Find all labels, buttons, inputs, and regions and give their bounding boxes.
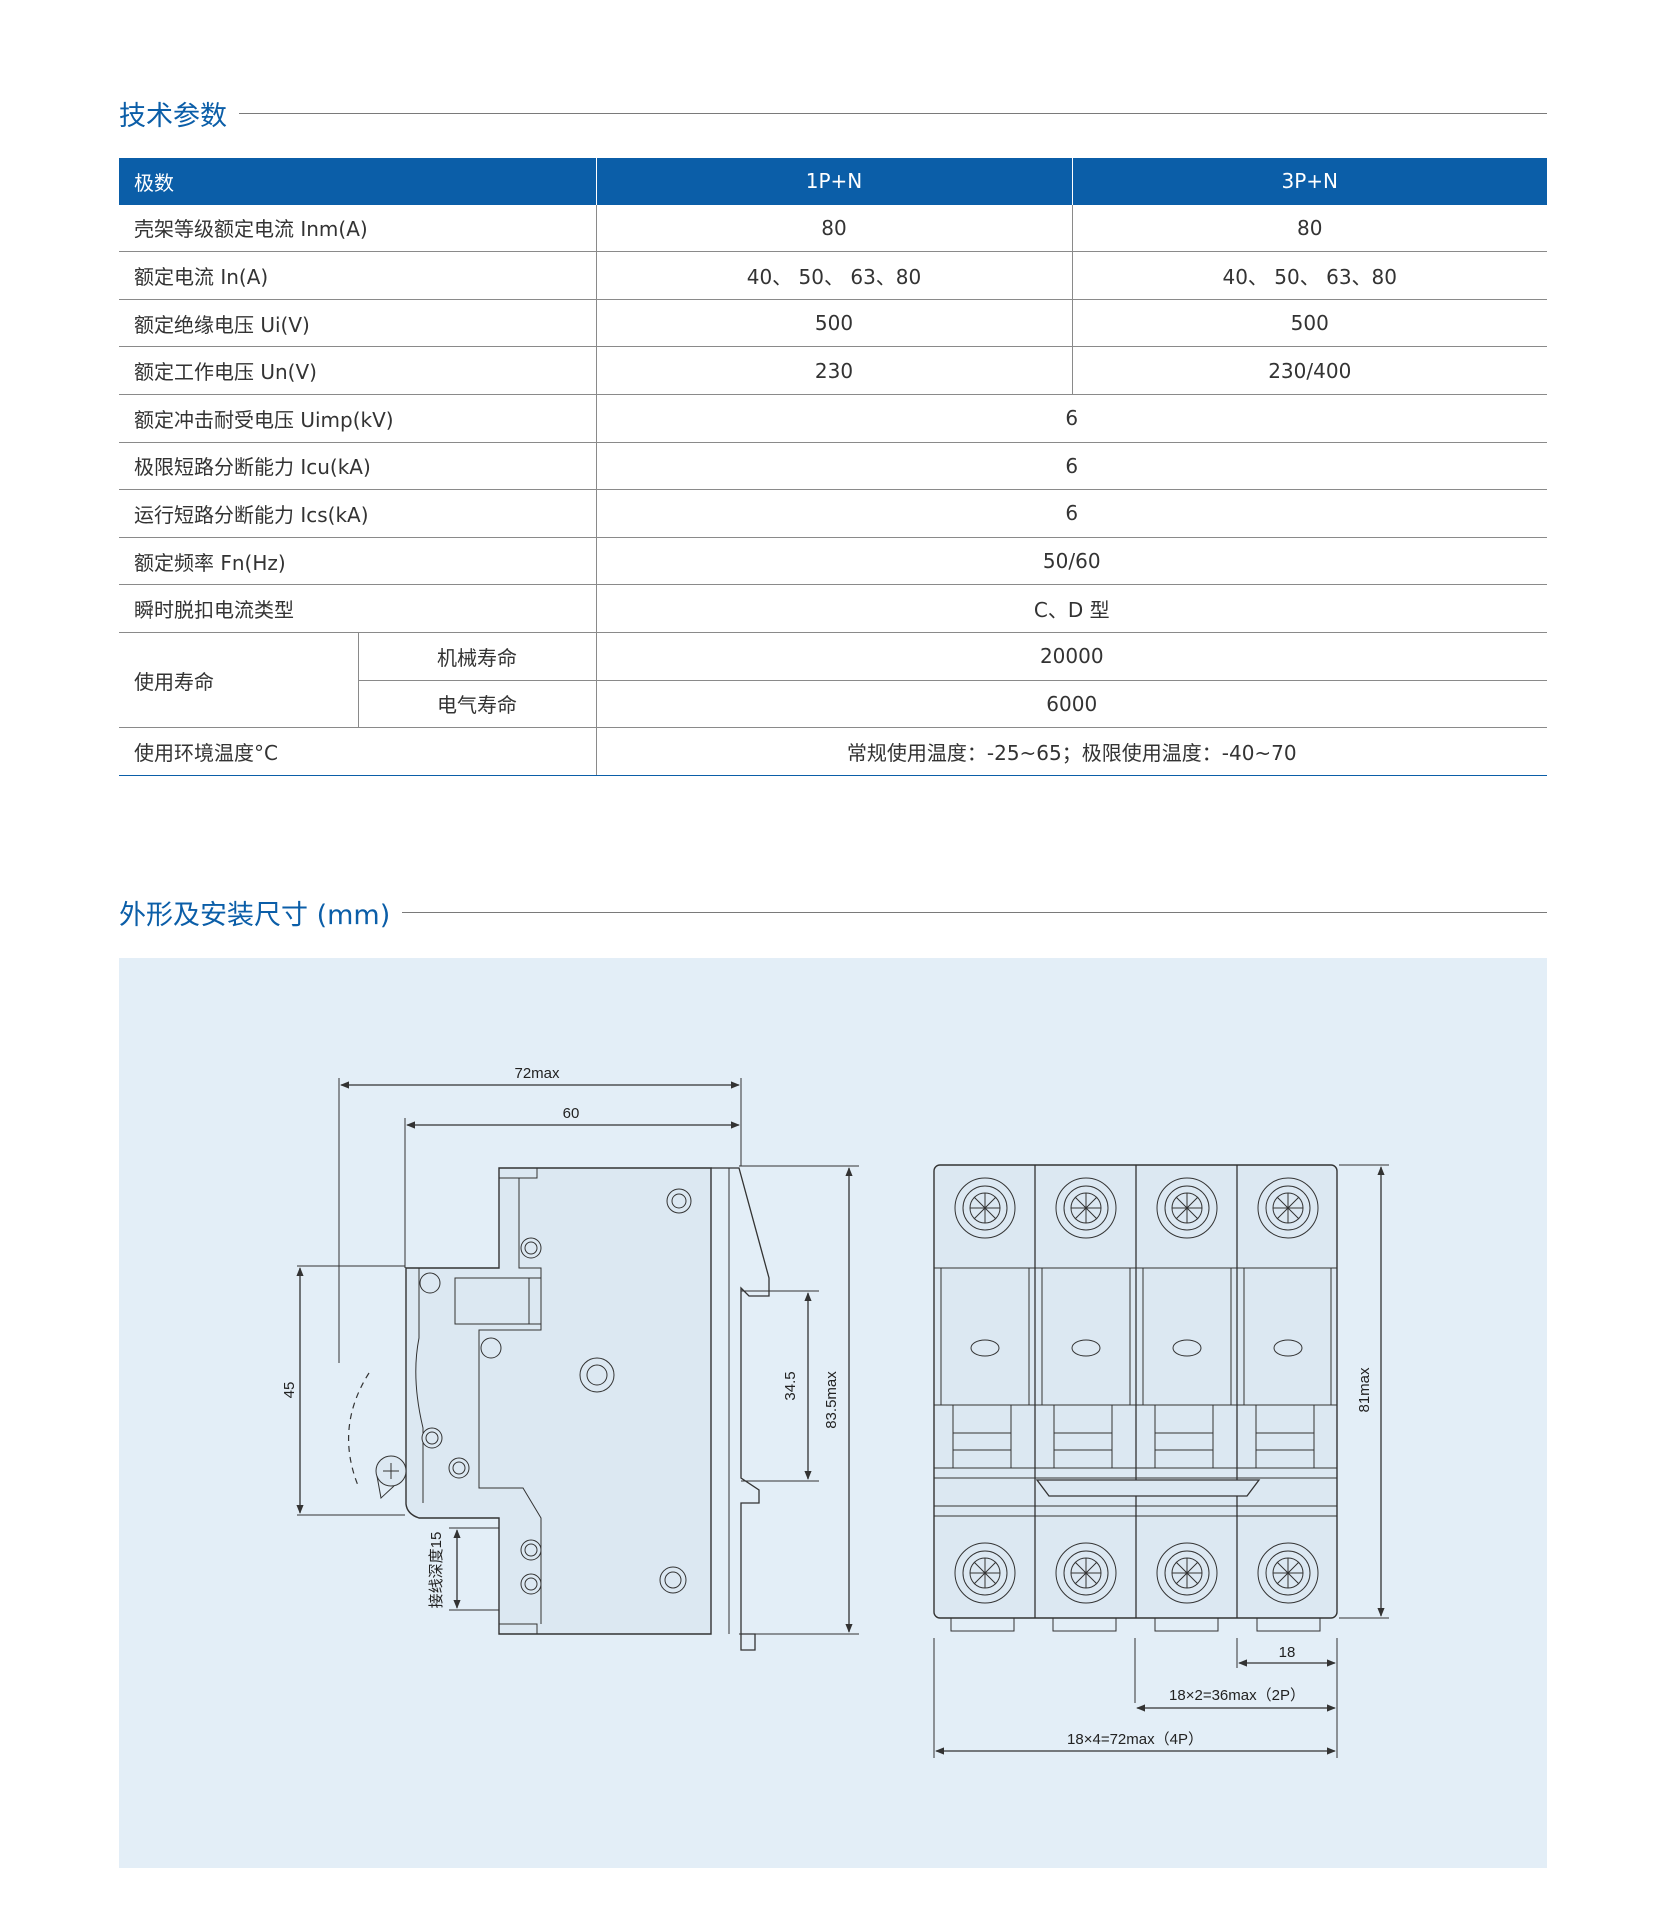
row-label: 壳架等级额定电流 Inm(A): [119, 204, 597, 253]
dim-height-mid: 34.5: [782, 1371, 799, 1400]
row-label: 额定绝缘电压 Ui(V): [119, 299, 597, 348]
table-row: 额定电流 In(A) 40、 50、 63、80 40、 50、 63、80: [119, 251, 1547, 300]
header-col2: 3P+N: [1072, 158, 1547, 205]
row-value: 500: [1072, 299, 1547, 348]
row-label: 额定冲击耐受电压 Uimp(kV): [119, 394, 597, 443]
electrical-life-value: 6000: [596, 680, 1547, 729]
table-row: 使用寿命 机械寿命 20000: [119, 632, 1547, 729]
mechanical-life-value: 20000: [596, 632, 1547, 681]
row-value: 500: [596, 299, 1073, 348]
dim-height-max: 83.5max: [823, 1371, 840, 1429]
row-label: 额定电流 In(A): [119, 251, 597, 300]
temperature-label: 使用环境温度°C: [119, 727, 597, 776]
dimensions-title: 外形及安装尺寸 (mm): [119, 900, 391, 931]
table-row: 额定工作电压 Un(V) 230 230/400: [119, 346, 1547, 395]
table-row: 使用环境温度°C 常规使用温度：-25~65；极限使用温度：-40~70: [119, 727, 1547, 776]
section-title-tech-params: 技术参数: [119, 94, 1547, 133]
header-label: 极数: [119, 158, 597, 205]
dim-width: 60: [563, 1105, 580, 1122]
row-value: 6: [596, 489, 1547, 538]
mechanical-life-label: 机械寿命: [358, 632, 597, 681]
table-row: 运行短路分断能力 Ics(kA) 6: [119, 489, 1547, 538]
row-label: 额定频率 Fn(Hz): [119, 537, 597, 586]
title-rule: [239, 113, 1547, 114]
section-title-dimensions: 外形及安装尺寸 (mm): [119, 893, 1547, 932]
dim-front-height-max: 81max: [1356, 1367, 1373, 1413]
row-value: 40、 50、 63、80: [596, 251, 1073, 300]
table-row: 壳架等级额定电流 Inm(A) 80 80: [119, 204, 1547, 253]
table-row: 极限短路分断能力 Icu(kA) 6: [119, 442, 1547, 491]
life-label: 使用寿命: [119, 632, 359, 729]
row-label: 极限短路分断能力 Icu(kA): [119, 442, 597, 491]
dimension-drawing: 72max 60 45 34.5 83.5max 接线深度15: [119, 958, 1547, 1868]
row-value: 230/400: [1072, 346, 1547, 395]
front-view: 81max 18 18×2=36max（2P） 18×4=72max（4P）: [933, 1164, 1389, 1758]
dim-width-max: 72max: [514, 1065, 560, 1082]
dim-wiring-depth: 接线深度15: [428, 1532, 445, 1609]
row-label: 额定工作电压 Un(V): [119, 346, 597, 395]
table-row: 额定频率 Fn(Hz) 50/60: [119, 537, 1547, 586]
title-rule: [402, 912, 1547, 913]
row-value: 40、 50、 63、80: [1072, 251, 1547, 300]
row-value: 80: [1072, 204, 1547, 253]
row-label: 瞬时脱扣电流类型: [119, 584, 597, 633]
header-col1: 1P+N: [596, 158, 1073, 205]
row-value: 6: [596, 394, 1547, 443]
dim-four-pole: 18×4=72max（4P）: [1067, 1731, 1203, 1748]
drawing-svg: 72max 60 45 34.5 83.5max 接线深度15: [281, 1065, 1389, 1758]
table-row: 瞬时脱扣电流类型 C、D 型: [119, 584, 1547, 633]
dim-height-left: 45: [281, 1382, 298, 1399]
row-value: 80: [596, 204, 1073, 253]
electrical-life-label: 电气寿命: [358, 680, 597, 729]
row-value: C、D 型: [596, 584, 1547, 633]
table-header-row: 极数 1P+N 3P+N: [119, 158, 1547, 205]
dim-pole-width: 18: [1279, 1644, 1296, 1661]
row-label: 运行短路分断能力 Ics(kA): [119, 489, 597, 538]
temperature-value: 常规使用温度：-25~65；极限使用温度：-40~70: [596, 727, 1547, 776]
table-row: 额定冲击耐受电压 Uimp(kV) 6: [119, 394, 1547, 443]
table-row: 电气寿命 6000: [119, 680, 1547, 729]
tech-params-title: 技术参数: [119, 101, 227, 132]
side-view: 72max 60 45 34.5 83.5max 接线深度15: [281, 1065, 859, 1651]
table-row: 额定绝缘电压 Ui(V) 500 500: [119, 299, 1547, 348]
row-value: 50/60: [596, 537, 1547, 586]
row-value: 230: [596, 346, 1073, 395]
row-value: 6: [596, 442, 1547, 491]
spec-table: 极数 1P+N 3P+N 壳架等级额定电流 Inm(A) 80 80 额定电流 …: [119, 158, 1547, 776]
dim-two-pole: 18×2=36max（2P）: [1169, 1687, 1305, 1704]
